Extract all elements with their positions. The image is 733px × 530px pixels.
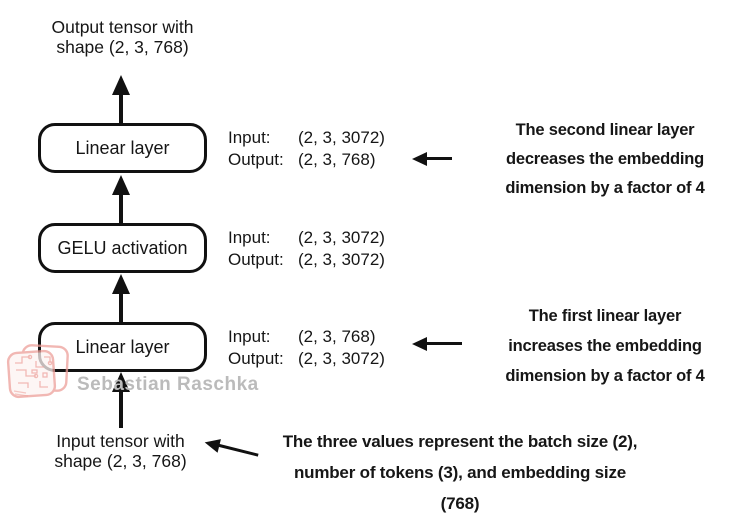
up-arrow-icon <box>112 75 130 123</box>
output-tensor-label: Output tensor with shape (2, 3, 768) <box>30 17 215 57</box>
input-shape: (2, 3, 3072) <box>298 128 385 147</box>
output-shape: (2, 3, 768) <box>298 150 376 169</box>
gelu-activation-box: GELU activation <box>38 223 207 273</box>
linear-layer-2-io-shapes: Input: (2, 3, 3072) Output: (2, 3, 768) <box>228 127 385 171</box>
input-tensor-label-line1: Input tensor with <box>56 431 185 451</box>
input-tensor-annotation: The three values represent the batch siz… <box>240 426 680 519</box>
input-label: Input: <box>228 228 271 247</box>
annotation-line: The second linear layer <box>515 121 695 139</box>
annotation-line: decreases the embedding <box>505 150 705 168</box>
annotation-line: The first linear layer <box>528 307 682 325</box>
annotation-line: The three values represent the batch siz… <box>282 432 638 451</box>
linear-layer-1-label: Linear layer <box>75 336 170 357</box>
annotation-line: increases the embedding <box>508 337 702 355</box>
input-label: Input: <box>228 128 271 147</box>
input-tensor-label: Input tensor with shape (2, 3, 768) <box>38 431 203 471</box>
linear-layer-1-io-shapes: Input: (2, 3, 768) Output: (2, 3, 3072) <box>228 326 385 370</box>
gelu-io-shapes: Input: (2, 3, 3072) Output: (2, 3, 3072) <box>228 227 385 271</box>
annotation-line: dimension by a factor of 4 <box>505 179 705 197</box>
linear-layer-2-label: Linear layer <box>75 137 170 158</box>
output-shape: (2, 3, 3072) <box>298 349 385 368</box>
output-label: Output: <box>228 150 284 169</box>
input-shape: (2, 3, 3072) <box>298 228 385 247</box>
annotation-line: dimension by a factor of 4 <box>505 367 705 385</box>
input-shape: (2, 3, 768) <box>298 327 376 346</box>
second-linear-annotation: The second linear layer decreases the em… <box>465 116 733 203</box>
input-tensor-label-line2: shape (2, 3, 768) <box>54 451 187 471</box>
circuit-stamp-logo-icon <box>6 344 69 399</box>
gelu-activation-label: GELU activation <box>57 237 188 258</box>
up-arrow-icon <box>112 175 130 223</box>
up-arrow-icon <box>112 372 130 428</box>
input-label: Input: <box>228 327 271 346</box>
first-linear-annotation: The first linear layer increases the emb… <box>465 301 733 391</box>
watermark-author-text: Sebastian Raschka <box>77 374 259 395</box>
left-arrow-icon <box>412 151 452 166</box>
left-arrow-icon <box>412 336 462 351</box>
up-arrow-icon <box>112 274 130 322</box>
output-tensor-label-line2: shape (2, 3, 768) <box>56 37 189 57</box>
output-label: Output: <box>228 349 284 368</box>
output-label: Output: <box>228 250 284 269</box>
linear-layer-1-box: Linear layer <box>38 322 207 372</box>
output-tensor-label-line1: Output tensor with <box>51 17 194 37</box>
annotation-line: number of tokens (3), and embedding size <box>293 463 627 482</box>
output-shape: (2, 3, 3072) <box>298 250 385 269</box>
linear-layer-2-box: Linear layer <box>38 123 207 173</box>
annotation-line: (768) <box>440 494 480 513</box>
